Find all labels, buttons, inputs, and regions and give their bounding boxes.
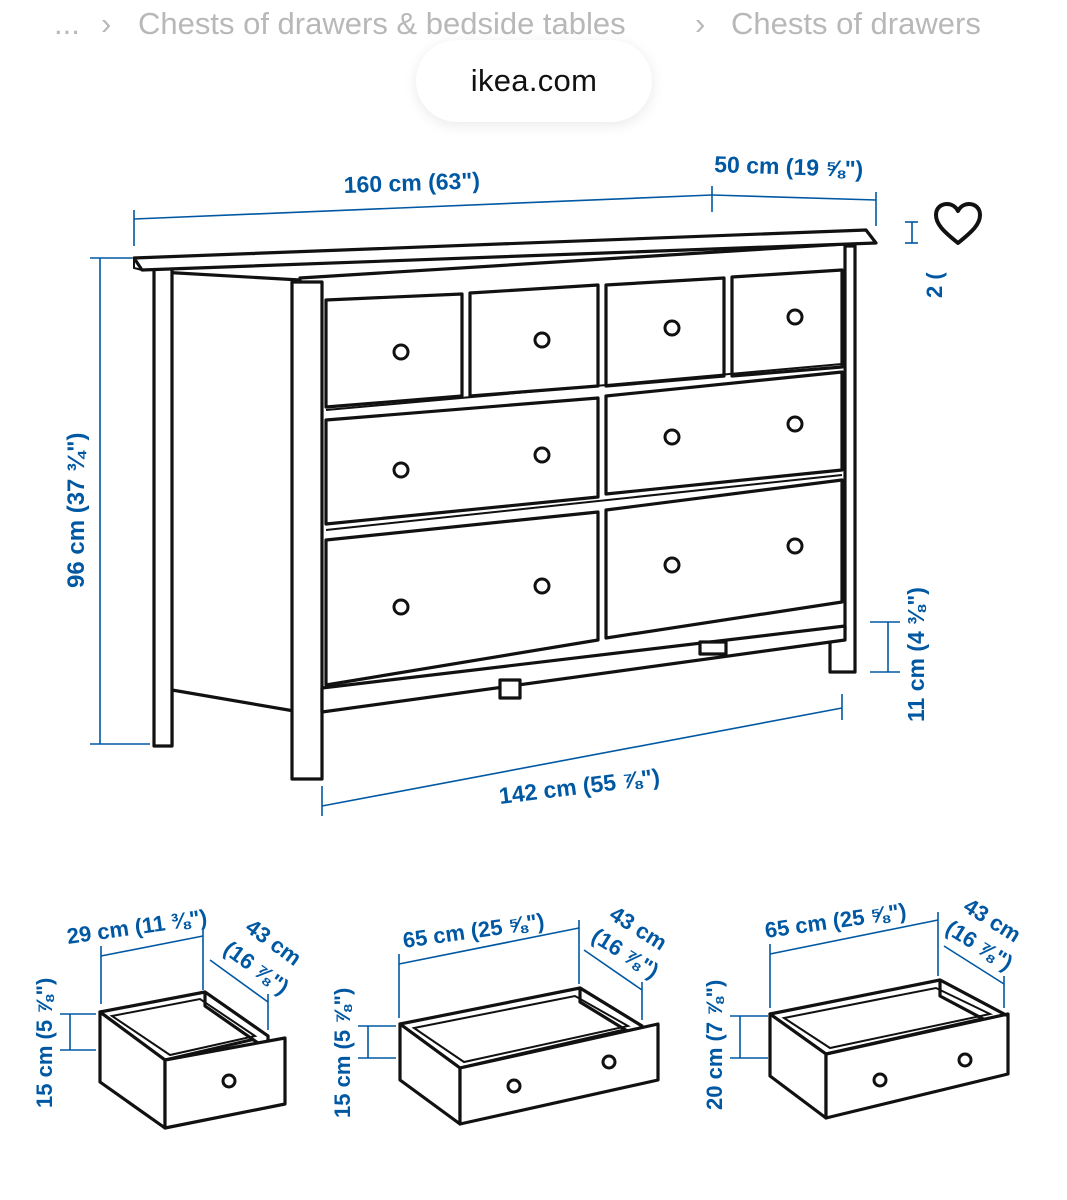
drawer-medium-width: 65 cm (25 ⅝") <box>401 908 546 953</box>
drawer-large-height: 20 cm (7 ⅞") <box>702 980 727 1110</box>
dimension-lines <box>90 186 918 816</box>
address-domain: ikea.com <box>470 63 598 98</box>
drawer-medium-illustration <box>358 920 660 1126</box>
drawer-medium-height: 15 cm (5 ⅞") <box>330 988 355 1118</box>
breadcrumb-separator: › <box>695 6 706 41</box>
breadcrumb-ellipsis[interactable]: ... <box>54 6 80 41</box>
dim-depth: 50 cm (19 ⅝") <box>714 151 864 182</box>
breadcrumb-item-chests-of-drawers[interactable]: Chests of drawers <box>731 6 981 41</box>
drawer-small-width: 29 cm (11 ⅜") <box>65 905 208 949</box>
dim-cut-off: 2 ( <box>922 272 947 298</box>
dim-height: 96 cm (37 ¾") <box>63 433 90 588</box>
drawer-small-illustration <box>60 928 287 1130</box>
breadcrumb-separator: › <box>101 6 112 41</box>
heart-icon <box>934 202 982 245</box>
drawer-small-height: 15 cm (5 ⅞") <box>32 978 57 1108</box>
dim-width-total: 160 cm (63") <box>343 167 480 198</box>
favourite-button[interactable] <box>930 196 986 252</box>
drawer-large-width: 65 cm (25 ⅝") <box>763 898 908 943</box>
breadcrumb-item-chests-and-bedside[interactable]: Chests of drawers & bedside tables <box>138 6 626 41</box>
dim-leg-clearance: 11 cm (4 ⅜") <box>903 587 929 722</box>
breadcrumb: ... › Chests of drawers & bedside tables… <box>0 0 1067 50</box>
address-bar[interactable]: ikea.com <box>416 40 652 122</box>
chest-illustration <box>132 228 878 781</box>
drawer-large-illustration <box>730 912 1010 1120</box>
dim-inner-width: 142 cm (55 ⅞") <box>497 763 661 809</box>
